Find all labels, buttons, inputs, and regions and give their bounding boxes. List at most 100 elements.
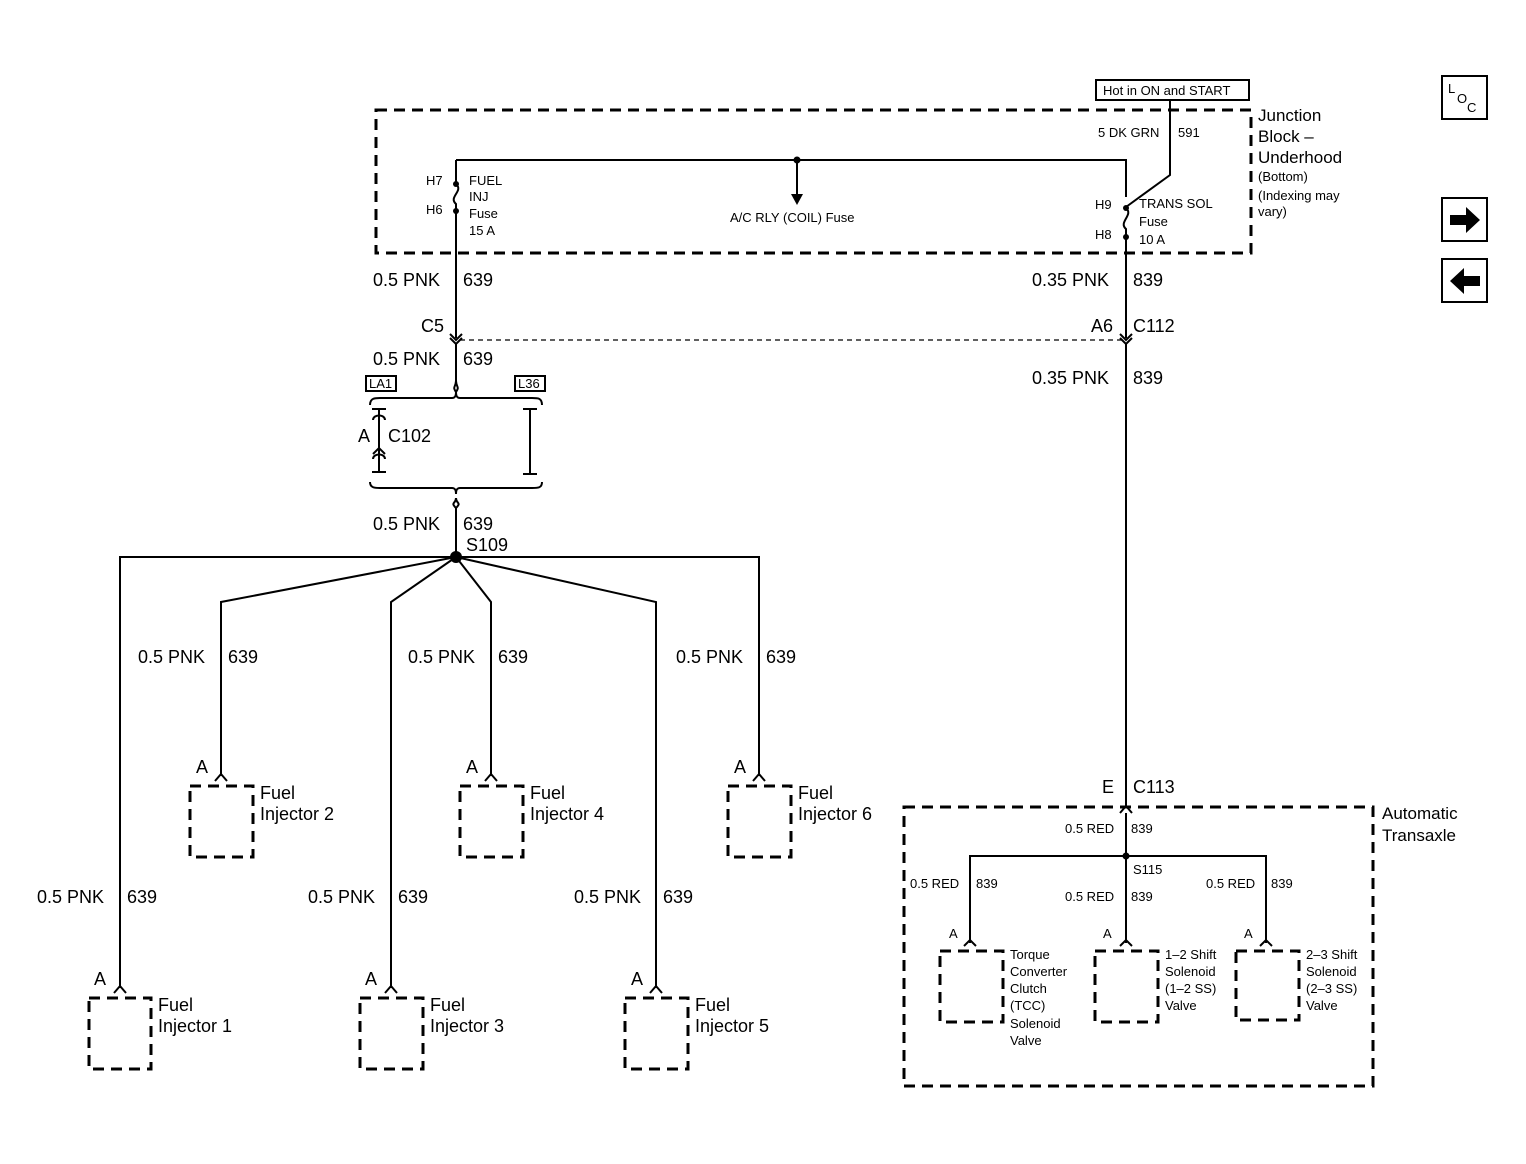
tcc-label-6: Valve bbox=[1010, 1033, 1042, 1048]
connector-c112: C112 bbox=[1133, 316, 1175, 336]
tcc-label-3: Clutch bbox=[1010, 981, 1047, 996]
fuel-fuse-label-2: INJ bbox=[469, 189, 489, 204]
fuel-injector-3: A Fuel Injector 3 bbox=[358, 969, 504, 1071]
option-la1-box bbox=[365, 375, 397, 392]
splice-s109: S109 bbox=[466, 535, 508, 555]
trans-sol-fuse-icon bbox=[1122, 207, 1130, 236]
feed-wire-label: 5 DK GRN bbox=[1098, 125, 1159, 140]
injector-5-name-1: Fuel bbox=[695, 995, 730, 1015]
ac-relay-fuse-label: A/C RLY (COIL) Fuse bbox=[730, 210, 855, 225]
injector-4-pin: A bbox=[466, 757, 478, 777]
tcc-wire: 0.5 RED bbox=[910, 876, 959, 891]
injector-5-circuit: 639 bbox=[663, 887, 693, 907]
injector-2-circuit: 639 bbox=[228, 647, 258, 667]
injector-5-pin: A bbox=[631, 969, 643, 989]
injector-6-circuit: 639 bbox=[766, 647, 796, 667]
previous-page-button[interactable] bbox=[1441, 258, 1488, 303]
tcc-circuit: 839 bbox=[976, 876, 998, 891]
injector-3-wire: 0.5 PNK bbox=[308, 887, 375, 907]
fuel-injector-4: A Fuel Injector 4 bbox=[458, 757, 604, 859]
left-circuit-a: 639 bbox=[463, 270, 493, 290]
c102-pin-label: A bbox=[358, 426, 370, 446]
injector-5-wire: 0.5 PNK bbox=[574, 887, 641, 907]
feed-circuit-label: 591 bbox=[1178, 125, 1200, 140]
c113-pin-label: E bbox=[1102, 777, 1114, 797]
transaxle-title-2: Transaxle bbox=[1382, 826, 1456, 845]
trans-fuse-out-pin: H8 bbox=[1095, 227, 1112, 242]
fuel-injector-6: A Fuel Injector 6 bbox=[726, 757, 872, 859]
option-la1-label: LA1 bbox=[369, 376, 392, 391]
ss23-circuit: 839 bbox=[1271, 876, 1293, 891]
injector-6-name-1: Fuel bbox=[798, 783, 833, 803]
right-circuit-a: 839 bbox=[1133, 270, 1163, 290]
ss23-label-1: 2–3 Shift bbox=[1306, 947, 1358, 962]
injector-4-wire: 0.5 PNK bbox=[408, 647, 475, 667]
ss23-pin: A bbox=[1244, 926, 1253, 941]
injector-3-name-2: Injector 3 bbox=[430, 1016, 504, 1036]
option-l36-box bbox=[514, 375, 546, 392]
ss23-label-4: Valve bbox=[1306, 998, 1338, 1013]
connector-c113: C113 bbox=[1133, 777, 1175, 797]
injector-3-name-1: Fuel bbox=[430, 995, 465, 1015]
tcc-pin: A bbox=[949, 926, 958, 941]
power-source-box bbox=[1095, 79, 1250, 101]
trans-fuse-label-1: TRANS SOL bbox=[1139, 196, 1213, 211]
next-page-button[interactable] bbox=[1441, 197, 1488, 242]
ss12-label-2: Solenoid bbox=[1165, 964, 1216, 979]
injector-2-name-2: Injector 2 bbox=[260, 804, 334, 824]
ss12-label-1: 1–2 Shift bbox=[1165, 947, 1217, 962]
loc-icon-o: O bbox=[1457, 91, 1467, 106]
fuel-fuse-in-pin: H7 bbox=[426, 173, 443, 188]
injector-1-name-1: Fuel bbox=[158, 995, 193, 1015]
arrow-right-icon bbox=[1450, 207, 1480, 233]
left-wire-a: 0.5 PNK bbox=[373, 270, 440, 290]
injector-1-circuit: 639 bbox=[127, 887, 157, 907]
loc-icon-l: L bbox=[1448, 81, 1455, 96]
left-wire-b: 0.5 PNK bbox=[373, 349, 440, 369]
injector-1-wire: 0.5 PNK bbox=[37, 887, 104, 907]
power-source-label: Hot in ON and START bbox=[1103, 83, 1230, 98]
junction-block-title-3: Underhood bbox=[1258, 148, 1342, 167]
right-wire-a: 0.35 PNK bbox=[1032, 270, 1109, 290]
tcc-label-2: Converter bbox=[1010, 964, 1068, 979]
tcc-label-1: Torque bbox=[1010, 947, 1050, 962]
fuel-injector-1: A Fuel Injector 1 bbox=[87, 969, 232, 1071]
arrow-left-icon bbox=[1450, 268, 1480, 294]
right-circuit-b: 839 bbox=[1133, 368, 1163, 388]
injector-4-name-2: Injector 4 bbox=[530, 804, 604, 824]
injector-4-name-1: Fuel bbox=[530, 783, 565, 803]
loc-button[interactable]: L O C bbox=[1441, 75, 1488, 120]
ss12-circuit: 839 bbox=[1131, 889, 1153, 904]
option-l36-label: L36 bbox=[518, 376, 540, 391]
injector-3-pin: A bbox=[365, 969, 377, 989]
left-circuit-c: 639 bbox=[463, 514, 493, 534]
transaxle-title-1: Automatic bbox=[1382, 804, 1458, 823]
injector-5-name-2: Injector 5 bbox=[695, 1016, 769, 1036]
left-wire-c: 0.5 PNK bbox=[373, 514, 440, 534]
trans-fuse-label-3: 10 A bbox=[1139, 232, 1165, 247]
shift-solenoid-1-2: A 1–2 Shift Solenoid (1–2 SS) Valve bbox=[1093, 926, 1217, 1024]
injector-3-circuit: 639 bbox=[398, 887, 428, 907]
ss23-label-3: (2–3 SS) bbox=[1306, 981, 1357, 996]
junction-block-note-3: vary) bbox=[1258, 204, 1287, 219]
ss23-wire: 0.5 RED bbox=[1206, 876, 1255, 891]
fuel-fuse-label-4: 15 A bbox=[469, 223, 495, 238]
injector-4-circuit: 639 bbox=[498, 647, 528, 667]
right-wire-b: 0.35 PNK bbox=[1032, 368, 1109, 388]
ss12-pin: A bbox=[1103, 926, 1112, 941]
tcc-solenoid-valve: A Torque Converter Clutch (TCC) Solenoid… bbox=[938, 926, 1068, 1048]
c112-pin-label: A6 bbox=[1091, 316, 1113, 336]
shift-solenoid-2-3: A 2–3 Shift Solenoid (2–3 SS) Valve bbox=[1234, 926, 1358, 1022]
fuel-fuse-out-pin: H6 bbox=[426, 202, 443, 217]
injector-2-name-1: Fuel bbox=[260, 783, 295, 803]
injector-2-wire: 0.5 PNK bbox=[138, 647, 205, 667]
ss12-label-3: (1–2 SS) bbox=[1165, 981, 1216, 996]
tcc-label-4: (TCC) bbox=[1010, 998, 1045, 1013]
injector-6-name-2: Injector 6 bbox=[798, 804, 872, 824]
injector-6-wire: 0.5 PNK bbox=[676, 647, 743, 667]
ss12-label-4: Valve bbox=[1165, 998, 1197, 1013]
fuel-injector-5: A Fuel Injector 5 bbox=[623, 969, 769, 1071]
junction-bus bbox=[456, 159, 1127, 197]
transaxle-wire-in: 0.5 RED bbox=[1065, 821, 1114, 836]
